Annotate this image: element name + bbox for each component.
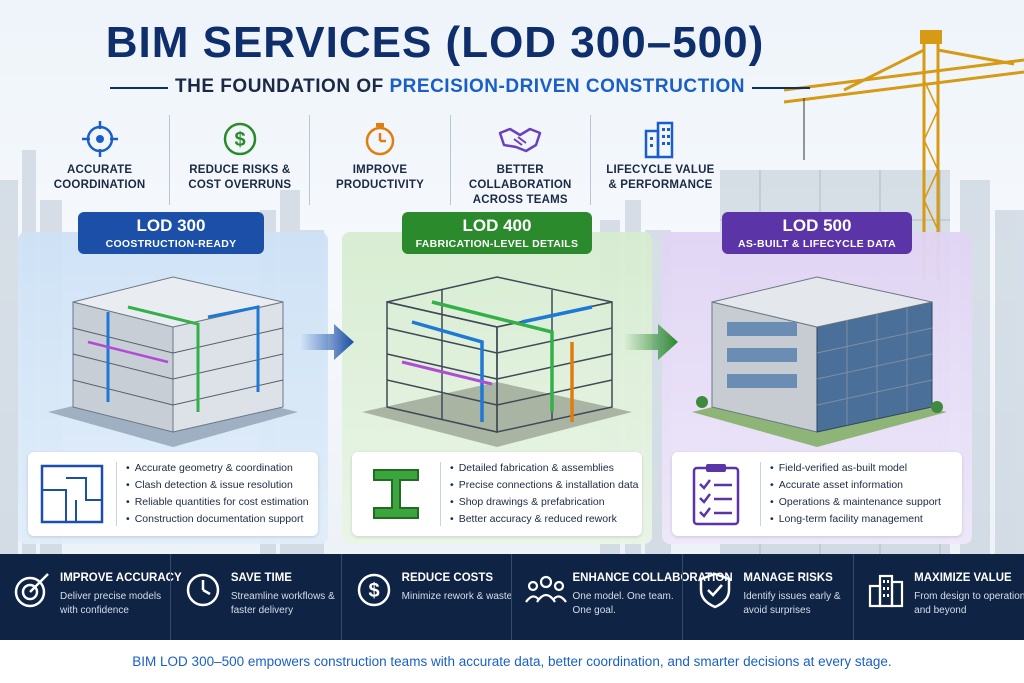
lod500-bullets: Field-verified as-built model Accurate a… bbox=[770, 460, 941, 528]
lod300-bullets: Accurate geometry & coordination Clash d… bbox=[126, 460, 309, 528]
lod400-panel: Detailed fabrication & assemblies Precis… bbox=[342, 232, 652, 544]
benefit-lifecycle: LIFECYCLE VALUE & PERFORMANCE bbox=[589, 115, 730, 205]
subtitle-highlight: PRECISION-DRIVEN CONSTRUCTION bbox=[389, 76, 745, 97]
benefit-productivity: IMPROVE PRODUCTIVITY bbox=[309, 115, 449, 205]
building-model-lod500 bbox=[692, 276, 947, 447]
benefit-label-line2: ACROSS TEAMS bbox=[472, 194, 568, 206]
footer-tagline: BIM LOD 300–500 empowers construction te… bbox=[0, 640, 1024, 683]
band-item-desc: Minimize rework & waste bbox=[401, 591, 513, 602]
lod400-subtitle: FABRICATION-LEVEL DETAILS bbox=[415, 238, 579, 250]
benefits-row: ACCURATE COORDINATION $ REDUCE RISKS & C… bbox=[30, 115, 730, 206]
band-item-accuracy: IMPROVE ACCURACY Deliver precise models … bbox=[0, 554, 182, 640]
clipboard-checklist-icon bbox=[692, 464, 740, 526]
buildings-icon bbox=[645, 121, 674, 159]
lod400-card: Detailed fabrication & assemblies Precis… bbox=[352, 452, 642, 536]
lod300-badge: LOD 300 COOSTRUCTION-READY bbox=[78, 212, 264, 254]
stopwatch-icon bbox=[365, 123, 395, 156]
list-item: Shop drawings & prefabrication bbox=[450, 494, 638, 511]
target-icon bbox=[81, 121, 118, 157]
dollar-icon: $ bbox=[223, 122, 257, 156]
list-item: Clash detection & issue resolution bbox=[126, 477, 309, 494]
floor-plan-icon bbox=[40, 464, 104, 524]
benefit-label-line1: BETTER COLLABORATION bbox=[468, 164, 572, 191]
list-item: Detailed fabrication & assemblies bbox=[450, 460, 638, 477]
benefit-coordination: ACCURATE COORDINATION bbox=[30, 115, 169, 205]
benefit-label-line1: IMPROVE bbox=[352, 164, 408, 176]
band-item-title: IMPROVE ACCURACY bbox=[60, 572, 182, 584]
band-item-desc: Identify issues early & avoid surprises bbox=[743, 591, 841, 616]
band-item-costs: $ REDUCE COSTS Minimize rework & waste bbox=[340, 554, 513, 640]
page-title: BIM SERVICES (LOD 300–500) bbox=[105, 18, 765, 67]
subtitle-divider-right bbox=[752, 87, 810, 89]
subtitle-row: THE FOUNDATION OF PRECISION-DRIVEN CONST… bbox=[110, 76, 810, 100]
band-item-desc: Deliver precise models with confidence bbox=[60, 591, 162, 616]
benefit-risks: $ REDUCE RISKS & COST OVERRUNS bbox=[169, 115, 309, 205]
dollar-circle-icon: $ bbox=[357, 573, 390, 607]
band-item-risks: MANAGE RISKS Identify issues early & avo… bbox=[682, 554, 853, 640]
lod400-title: LOD 400 bbox=[462, 216, 532, 235]
list-item: Accurate asset information bbox=[770, 477, 941, 494]
target-arrow-icon bbox=[14, 573, 49, 608]
card-divider bbox=[116, 462, 117, 526]
band-item-desc: One model. One team. One goal. bbox=[572, 591, 674, 616]
arrow-right-icon bbox=[300, 324, 354, 360]
band-item-collaboration: ENHANCE COLLABORATION One model. One tea… bbox=[511, 554, 733, 640]
list-item: Field-verified as-built model bbox=[770, 460, 941, 477]
lod300-card: Accurate geometry & coordination Clash d… bbox=[28, 452, 318, 536]
list-item: Better accuracy & reduced rework bbox=[450, 511, 638, 528]
lod400-bullets: Detailed fabrication & assemblies Precis… bbox=[450, 460, 639, 528]
subtitle-prefix: THE FOUNDATION OF bbox=[175, 76, 390, 97]
shield-check-icon bbox=[700, 572, 731, 609]
band-item-title: REDUCE COSTS bbox=[401, 572, 494, 584]
band-item-title: MAXIMIZE VALUE bbox=[914, 572, 1012, 584]
band-item-desc: Streamline workflows & faster delivery bbox=[230, 591, 335, 616]
team-icon bbox=[525, 575, 568, 603]
benefit-label-line1: REDUCE RISKS & bbox=[189, 164, 291, 176]
lod400-badge: LOD 400 FABRICATION-LEVEL DETAILS bbox=[402, 212, 592, 254]
band-item-desc: From design to operation and beyond bbox=[914, 591, 1024, 616]
band-item-time: SAVE TIME Streamline workflows & faster … bbox=[169, 554, 341, 640]
band-item-value: MAXIMIZE VALUE From design to operation … bbox=[853, 554, 1024, 640]
band-item-title: MANAGE RISKS bbox=[743, 572, 833, 584]
band-item-title: ENHANCE COLLABORATION bbox=[572, 572, 733, 584]
lod300-title: LOD 300 bbox=[136, 216, 206, 235]
list-item: Long-term facility management bbox=[770, 511, 941, 528]
arrow-right-icon bbox=[624, 324, 678, 360]
lod500-title: LOD 500 bbox=[782, 216, 852, 235]
lod300-panel: Accurate geometry & coordination Clash d… bbox=[18, 232, 328, 544]
svg-text:$: $ bbox=[234, 129, 245, 151]
benefit-label-line2: COST OVERRUNS bbox=[188, 179, 292, 191]
city-icon bbox=[869, 574, 904, 608]
benefit-label-line2: PRODUCTIVITY bbox=[336, 179, 425, 191]
card-divider bbox=[440, 462, 441, 526]
list-item: Reliable quantities for cost estimation bbox=[126, 494, 309, 511]
svg-text:$: $ bbox=[368, 580, 379, 602]
lod500-subtitle: AS-BUILT & LIFECYCLE DATA bbox=[738, 238, 896, 250]
list-item: Precise connections & installation data bbox=[450, 477, 639, 494]
lod500-panel: Field-verified as-built model Accurate a… bbox=[662, 232, 972, 544]
header: BIM SERVICES (LOD 300–500) THE FOUNDATIO… bbox=[0, 0, 1024, 110]
benefit-label-line1: LIFECYCLE VALUE bbox=[606, 164, 715, 176]
benefit-collaboration: BETTER COLLABORATION ACROSS TEAMS bbox=[449, 115, 590, 206]
lod500-badge: LOD 500 AS-BUILT & LIFECYCLE DATA bbox=[722, 212, 912, 254]
list-item: Operations & maintenance support bbox=[770, 494, 941, 511]
clock-icon bbox=[186, 573, 220, 607]
benefit-label-line2: COORDINATION bbox=[53, 179, 146, 191]
building-model-lod300 bbox=[48, 276, 298, 447]
list-item: Construction documentation support bbox=[126, 511, 309, 528]
steel-beam-icon bbox=[373, 469, 419, 519]
page-subtitle: THE FOUNDATION OF PRECISION-DRIVEN CONST… bbox=[150, 76, 770, 98]
subtitle-divider-left bbox=[110, 87, 168, 89]
benefit-label-line1: ACCURATE bbox=[66, 164, 133, 176]
handshake-icon bbox=[498, 127, 542, 153]
lod500-card: Field-verified as-built model Accurate a… bbox=[672, 452, 962, 536]
benefit-label-line2: & PERFORMANCE bbox=[608, 179, 713, 191]
lod300-subtitle: COOSTRUCTION-READY bbox=[105, 238, 237, 250]
building-model-lod400 bbox=[362, 276, 632, 447]
band-item-title: SAVE TIME bbox=[230, 572, 292, 584]
list-item: Accurate geometry & coordination bbox=[126, 460, 309, 477]
card-divider bbox=[760, 462, 761, 526]
crane-illustration bbox=[783, 30, 1024, 280]
value-band: IMPROVE ACCURACY Deliver precise models … bbox=[0, 554, 1024, 640]
